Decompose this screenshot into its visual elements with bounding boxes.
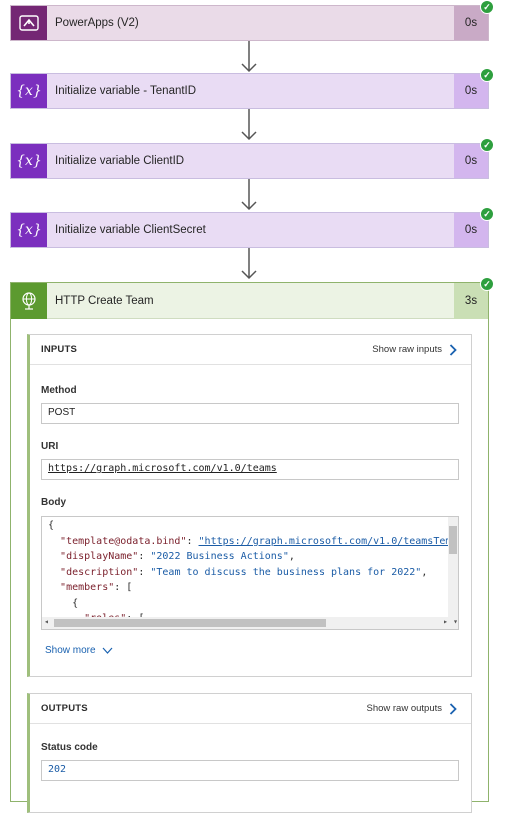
- success-check-icon: ✓: [480, 277, 494, 291]
- step-duration: 3s: [454, 282, 488, 319]
- step-label: Initialize variable - TenantID: [55, 85, 197, 97]
- code-key: "template@odata.bind": [60, 535, 187, 547]
- code-value: "2022 Business Actions": [150, 551, 289, 562]
- code-punct: ,: [288, 551, 295, 562]
- step-label: Initialize variable ClientSecret: [55, 224, 206, 236]
- uri-field[interactable]: https://graph.microsoft.com/v1.0/teams: [41, 459, 459, 480]
- code-punct: ,: [421, 566, 428, 578]
- show-raw-outputs-link[interactable]: Show raw outputs: [366, 702, 457, 715]
- horizontal-scrollbar[interactable]: ◂ ▸ ▾: [42, 617, 458, 629]
- body-code-view[interactable]: { "template@odata.bind": "https://graph.…: [41, 516, 459, 630]
- arrow-down-icon: [241, 248, 257, 280]
- code-punct: [: [126, 582, 133, 593]
- outputs-title: OUTPUTS: [41, 703, 88, 714]
- inputs-title: INPUTS: [41, 344, 78, 355]
- powerapps-icon: [11, 6, 47, 40]
- scroll-down-icon[interactable]: ▾: [453, 617, 458, 626]
- code-line: {: [48, 520, 446, 536]
- status-code-field[interactable]: 202: [41, 760, 459, 781]
- code-separator: :: [114, 582, 127, 593]
- scrollbar-thumb[interactable]: [54, 619, 326, 627]
- step-init-clientid[interactable]: {x} Initialize variable ClientID 0s: [10, 143, 489, 179]
- status-code-label: Status code: [41, 742, 98, 753]
- code-key: "description": [60, 566, 139, 578]
- globe-icon: [11, 282, 47, 319]
- code-line: "displayName": "2022 Business Actions",: [48, 551, 446, 567]
- code-line: "members": [: [48, 582, 446, 598]
- scrollbar-thumb[interactable]: [449, 526, 457, 554]
- show-raw-inputs-link[interactable]: Show raw inputs: [372, 343, 457, 356]
- chevron-right-icon: [449, 343, 457, 356]
- body-label: Body: [41, 497, 66, 508]
- inputs-header: INPUTS Show raw inputs: [30, 335, 471, 365]
- variable-icon: {x}: [11, 144, 47, 178]
- code-key: "members": [60, 582, 115, 593]
- step-init-tenantid[interactable]: {x} Initialize variable - TenantID 0s: [10, 73, 489, 109]
- arrow-down-icon: [241, 179, 257, 211]
- code-line: {: [48, 598, 446, 614]
- show-raw-inputs-label: Show raw inputs: [372, 344, 442, 355]
- variable-icon: {x}: [11, 74, 47, 108]
- code-line: "description": "Team to discuss the busi…: [48, 567, 446, 583]
- chevron-down-icon: [102, 647, 113, 654]
- show-more-link[interactable]: Show more: [45, 645, 113, 656]
- success-check-icon: ✓: [480, 68, 494, 82]
- method-field[interactable]: POST: [41, 403, 459, 424]
- code-value[interactable]: "https://graph.microsoft.com/v1.0/teamsT…: [198, 535, 452, 547]
- code-brace: {: [48, 597, 79, 609]
- step-label: HTTP Create Team: [55, 294, 154, 307]
- method-label: Method: [41, 385, 77, 396]
- success-check-icon: ✓: [480, 138, 494, 152]
- step-label: PowerApps (V2): [55, 17, 139, 29]
- uri-value[interactable]: https://graph.microsoft.com/v1.0/teams: [48, 463, 277, 474]
- vertical-scrollbar[interactable]: [448, 517, 458, 617]
- code-brace: {: [48, 520, 55, 531]
- code-separator: :: [186, 535, 199, 547]
- http-step-header[interactable]: HTTP Create Team 3s: [11, 282, 488, 319]
- success-check-icon: ✓: [480, 207, 494, 221]
- show-raw-outputs-label: Show raw outputs: [366, 703, 442, 714]
- variable-icon: {x}: [11, 213, 47, 247]
- step-init-clientsecret[interactable]: {x} Initialize variable ClientSecret 0s: [10, 212, 489, 248]
- scroll-right-icon[interactable]: ▸: [443, 617, 448, 626]
- step-duration: 0s: [454, 6, 488, 40]
- outputs-header: OUTPUTS Show raw outputs: [30, 694, 471, 724]
- success-check-icon: ✓: [480, 0, 494, 14]
- code-separator: :: [138, 551, 151, 562]
- step-http-create-team: HTTP Create Team 3s INPUTS Show raw inpu…: [10, 282, 489, 813]
- code-key: "displayName": [60, 551, 139, 562]
- scroll-left-icon[interactable]: ◂: [44, 617, 49, 626]
- arrow-down-icon: [241, 109, 257, 141]
- code-separator: :: [138, 566, 151, 578]
- step-powerapps[interactable]: PowerApps (V2) 0s: [10, 5, 489, 41]
- outputs-section: OUTPUTS Show raw outputs Status code 202: [27, 693, 472, 813]
- step-label: Initialize variable ClientID: [55, 155, 185, 167]
- uri-label: URI: [41, 441, 59, 452]
- code-value: "Team to discuss the business plans for …: [150, 566, 422, 578]
- code-line: "template@odata.bind": "https://graph.mi…: [48, 535, 451, 552]
- chevron-right-icon: [449, 702, 457, 715]
- inputs-section: INPUTS Show raw inputs Method POST URI h…: [27, 334, 472, 677]
- arrow-down-icon: [241, 41, 257, 73]
- show-more-label: Show more: [45, 645, 96, 656]
- body-code-lines: { "template@odata.bind": "https://graph.…: [48, 520, 451, 629]
